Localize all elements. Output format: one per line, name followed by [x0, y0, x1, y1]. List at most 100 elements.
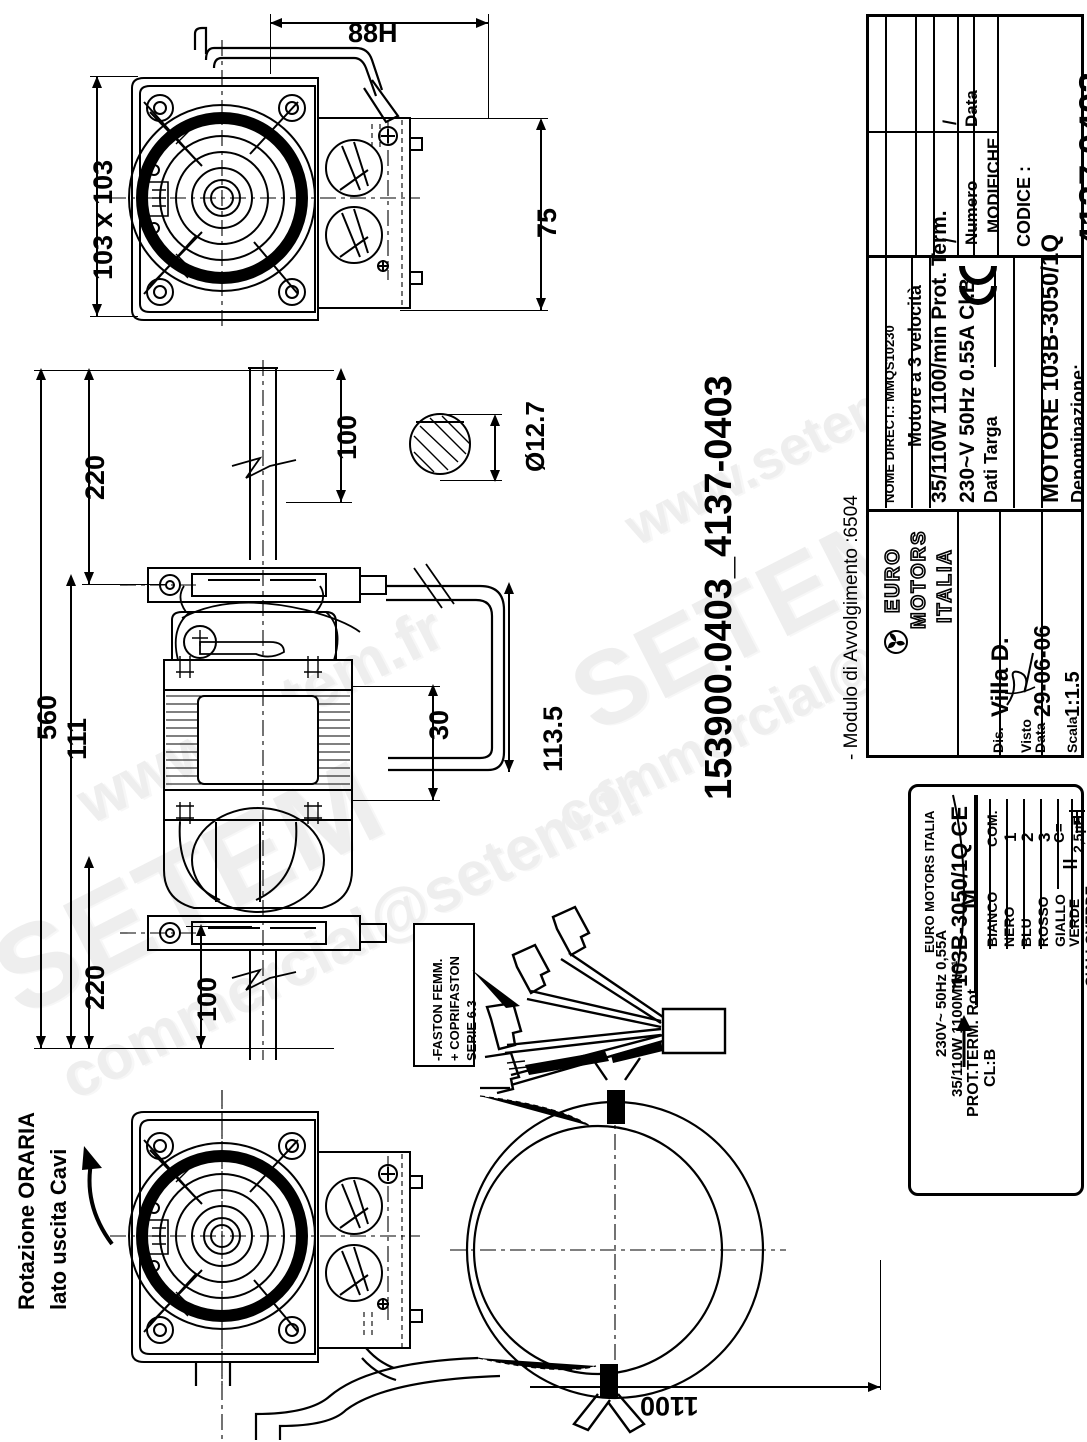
dim-75-arrow-up	[536, 118, 546, 130]
dim-diam-arrow-down	[490, 470, 500, 482]
tb-col-numero: Numero	[962, 180, 981, 245]
tb-nome-direct: NOME DIRECT.: MMQS10230	[882, 325, 897, 503]
dim-560-ext-bot	[34, 1048, 334, 1050]
tb-den-col1	[885, 258, 887, 508]
tb-den-col4	[1013, 258, 1016, 508]
tb-den-col3	[929, 258, 932, 508]
dim-30-label: 30	[424, 709, 454, 740]
dim-88h-arrow-right	[476, 18, 488, 28]
rp-line-b3	[1023, 799, 1025, 949]
dim-220-upper-line	[88, 372, 91, 584]
dim-75-ext-top	[400, 118, 548, 120]
dim-diam-ext-bot	[440, 480, 502, 482]
dim-111-line	[70, 578, 73, 1048]
tb-fld-col3	[1041, 512, 1044, 758]
tb-div-b	[869, 509, 1081, 512]
tb-mod-col6	[997, 17, 1000, 255]
dim-100-lower-arrow-down	[196, 1036, 206, 1048]
dim-88h-arrow-left	[270, 18, 282, 28]
dim-100-lower-line	[200, 928, 203, 1048]
rating-plate: BIANCO NERO BLU ROSSO GIALLO VERDE GIALL…	[908, 784, 1087, 1196]
plate-rotation-arrow	[956, 1015, 972, 1067]
tb-mod-col3	[933, 17, 935, 255]
rp-line-b6	[1071, 799, 1073, 929]
tb-mod-row-1: /	[940, 119, 960, 125]
logo-italia: ITALIA	[933, 547, 957, 624]
dim-220-upper-ext-bot	[82, 584, 166, 586]
rp-line-b1	[989, 799, 991, 949]
capacitor-icon	[1063, 859, 1077, 869]
wire-term-2: 2	[1018, 832, 1037, 842]
dim-30-ext-top	[352, 686, 440, 688]
dim-100-upper-ext-bot	[286, 502, 352, 504]
dim-560-arrow-down	[36, 1036, 46, 1048]
dim-103-ext-top	[90, 76, 138, 78]
dim-100-lower-ext-top	[186, 926, 252, 928]
dim-1100-ext-right	[880, 1260, 882, 1390]
dim-560-label: 560	[32, 694, 62, 740]
faston-note-box: -FASTON FEMM. + COPRIFASTON SERIE 6.3	[413, 923, 479, 1067]
dim-220-lower-arrow-up	[84, 856, 94, 868]
dim-88h-label: 88H	[348, 18, 398, 48]
dim-88h-ext-right	[488, 14, 490, 118]
dim-30-arrow-down	[428, 788, 438, 800]
tb-targa-line3: Motore a 3 velocità	[905, 284, 925, 447]
dim-113-arrow-down	[504, 760, 514, 772]
fan-logo-icon	[884, 630, 908, 654]
dim-103-ext-bot	[90, 316, 138, 318]
dim-111-arrow-down	[66, 1036, 76, 1048]
tb-codice-label: CODICE :	[1014, 166, 1034, 247]
dim-diam-line	[494, 418, 497, 480]
dim-30-line	[432, 688, 435, 800]
logo-euro: EURO	[881, 546, 905, 613]
plate-spec4: CL:B	[982, 1048, 999, 1087]
side-view-drawing	[120, 360, 506, 1060]
faston-terminals-drawing	[484, 905, 727, 1095]
dim-103-line	[96, 76, 99, 316]
dim-220-upper-arrow-up	[84, 368, 94, 380]
tb-data-label-2: Data	[1032, 722, 1048, 753]
part-title: 153900.0403_4137-0403	[698, 375, 740, 800]
dim-diam-arrow-up	[490, 414, 500, 426]
cable-coil-drawing	[254, 1057, 786, 1440]
dim-220-lower-line	[88, 860, 91, 1048]
plate-spec1: 230V~ 50Hz 0,55A	[933, 929, 950, 1057]
tb-mod-col1	[885, 17, 887, 255]
tb-den-col5	[1041, 258, 1043, 508]
wire-color-bianco: BIANCO	[984, 891, 1000, 947]
wire-color-rosso: ROSSO	[1035, 896, 1051, 947]
tb-scala-value: 1:1.5	[1062, 671, 1084, 717]
dim-220-upper-label: 220	[80, 454, 110, 500]
top-view-drawing	[110, 26, 423, 330]
tb-mod-col2	[915, 17, 917, 255]
dim-88h-line	[270, 22, 488, 25]
tb-dis-label: Dis.	[990, 727, 1006, 753]
dim-30-ext-bot	[352, 800, 440, 802]
dim-75-ext-bot	[400, 310, 548, 312]
wire-color-gialloverde: GIALLOVERDE	[1082, 885, 1087, 987]
dim-111-arrow-up	[66, 574, 76, 586]
dim-103-label: 103 x 103	[88, 159, 118, 280]
dim-1100-arrow-right	[868, 1382, 880, 1392]
bottom-view-drawing	[110, 1090, 423, 1442]
wire-color-nero: NERO	[1001, 906, 1017, 947]
logo-motors: MOTORS	[907, 529, 931, 630]
dim-100-lower-arrow-up	[196, 924, 206, 936]
tb-fld-col2	[999, 512, 1002, 758]
dim-1100-line	[530, 1386, 880, 1389]
rotation-note-line2: lato uscita Cavi	[46, 1148, 71, 1310]
tb-den-col2	[911, 258, 913, 508]
dim-103-arrow-down	[92, 304, 102, 316]
tb-targa-line2: 35/110W 1100/min Prot. Term.	[928, 210, 951, 503]
dim-1100-label: 1100	[640, 1391, 699, 1421]
dim-100-upper-arrow-up	[336, 368, 346, 380]
dim-560-line	[40, 372, 43, 1048]
rotation-note-line1: Rotazione ORARIA	[14, 1112, 39, 1310]
rp-line-b4	[1040, 799, 1042, 949]
signature-mark	[1004, 652, 1036, 706]
tb-mod-col5	[973, 17, 975, 255]
dim-30-arrow-up	[428, 684, 438, 696]
wire-color-verde: VERDE	[1066, 898, 1082, 947]
tb-mod-rowsplit	[869, 131, 997, 133]
